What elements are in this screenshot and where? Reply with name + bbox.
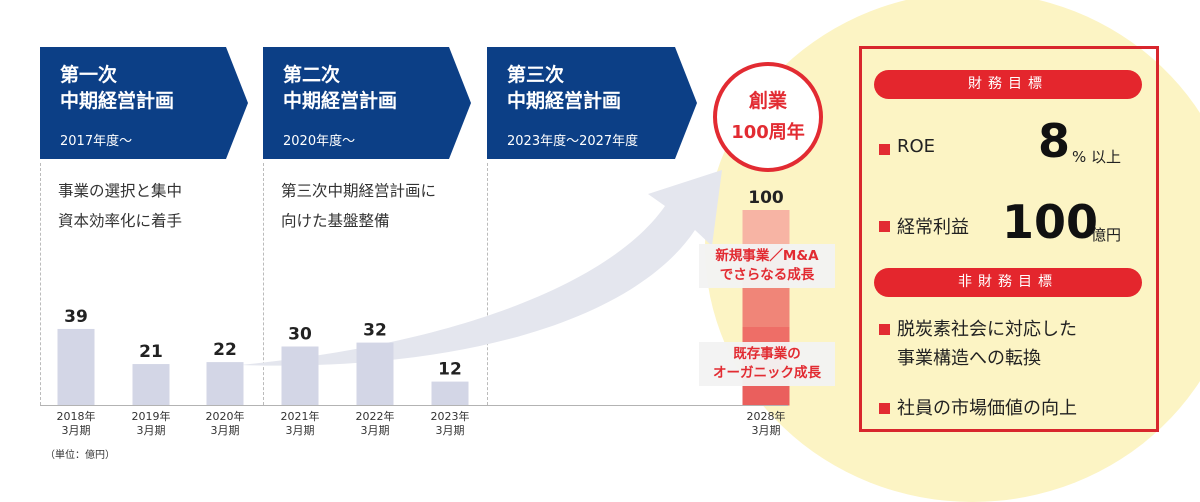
bar <box>281 346 319 405</box>
bar <box>206 362 244 405</box>
financial-targets-heading: 財務目標 <box>874 70 1142 99</box>
centennial-badge: 創業 100周年 <box>713 62 823 172</box>
targets-box <box>859 46 1159 432</box>
bar-value-label: 22 <box>213 340 237 360</box>
bar-value-label: 12 <box>438 360 462 380</box>
phase-divider <box>263 163 264 405</box>
bullet-square <box>879 144 890 155</box>
phase-title-line1: 第一次 <box>60 64 118 86</box>
roe-value: 8 <box>1038 114 1071 168</box>
ordinary-profit-label: 経常利益 <box>897 217 969 238</box>
description-line: 第三次中期経営計画に <box>281 182 437 200</box>
phase-2-header: 第二次 中期経営計画 2020年度〜 <box>263 47 471 159</box>
phase-period: 2023年度〜2027年度 <box>507 134 639 149</box>
phase-3-header: 第三次 中期経営計画 2023年度〜2027年度 <box>487 47 697 159</box>
non-financial-target: 社員の市場価値の向上 <box>897 398 1077 419</box>
bar-value-label: 21 <box>139 342 163 362</box>
phase-1-header: 第一次 中期経営計画 2017年度〜 <box>40 47 248 159</box>
bar <box>431 381 469 405</box>
bullet-square <box>879 403 890 414</box>
bar-value-label: 39 <box>64 307 88 327</box>
phase-title-line1: 第三次 <box>507 64 565 86</box>
phase-divider <box>40 163 41 405</box>
bullet-square <box>879 221 890 232</box>
bullet-square <box>879 324 890 335</box>
growth-arrow <box>240 170 722 366</box>
segment-label-organic: 既存事業の オーガニック成長 <box>699 342 835 386</box>
bar <box>57 328 95 405</box>
bar-2028-segment <box>742 210 790 250</box>
roe-suffix: % 以上 <box>1072 148 1122 166</box>
non-financial-target: 脱炭素社会に対応した 事業構造への転換 <box>897 319 1077 369</box>
phase-period: 2020年度〜 <box>283 134 356 149</box>
description-line: 向けた基盤整備 <box>281 212 390 230</box>
phase-period: 2017年度〜 <box>60 134 133 149</box>
bar <box>132 364 170 405</box>
roe-label: ROE <box>897 136 936 157</box>
segment-label-new-business: 新規事業／M&A でさらなる成長 <box>699 244 835 288</box>
description-line: 資本効率化に着手 <box>58 212 183 230</box>
phase-title-line2: 中期経営計画 <box>60 90 175 112</box>
centennial-line2: 100周年 <box>731 122 805 143</box>
phase-title-line2: 中期経営計画 <box>507 90 622 112</box>
ordinary-profit-unit: 億円 <box>1091 226 1122 244</box>
phase-1-description: 事業の選択と集中 資本効率化に着手 <box>58 176 182 236</box>
bar-value-label: 30 <box>288 325 312 345</box>
bar-value-label: 100 <box>748 188 784 208</box>
centennial-line1: 創業 <box>748 90 787 112</box>
bar-2028-segment <box>742 288 790 328</box>
phase-title-line2: 中期経営計画 <box>283 90 398 112</box>
ordinary-profit-value: 100 <box>1002 195 1099 249</box>
description-line: 事業の選択と集中 <box>58 182 183 200</box>
non-financial-targets-heading: 非財務目標 <box>874 268 1142 297</box>
phase-title-line1: 第二次 <box>283 64 341 86</box>
phase-divider <box>487 163 488 405</box>
bar-value-label: 32 <box>363 321 387 341</box>
phase-2-description: 第三次中期経営計画に 向けた基盤整備 <box>281 176 436 236</box>
bar <box>356 342 394 405</box>
unit-label: （単位：億円） <box>45 450 115 461</box>
chart-baseline <box>40 405 788 406</box>
